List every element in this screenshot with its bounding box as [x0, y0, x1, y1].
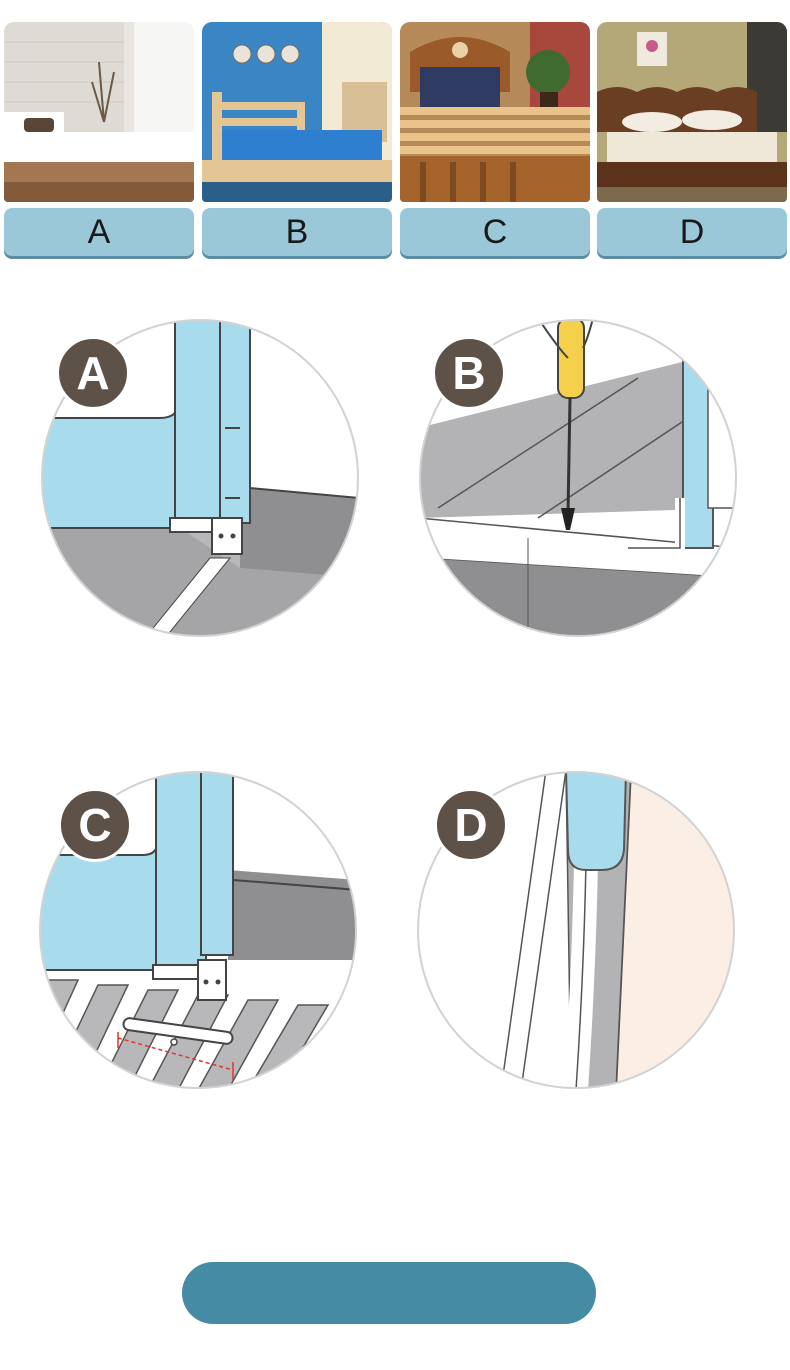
- step-badge-b: B: [432, 336, 506, 410]
- step-badge-a: A: [56, 336, 130, 410]
- wooden-slat-bed-photo: [202, 22, 392, 202]
- bed-option-b[interactable]: B: [202, 22, 392, 256]
- bottom-action-button[interactable]: [182, 1262, 596, 1324]
- platform-bed-photo: [4, 22, 194, 202]
- bed-option-label: C: [400, 208, 590, 256]
- bed-option-a[interactable]: A: [4, 22, 194, 256]
- bed-option-label: D: [597, 208, 787, 256]
- screwdriver-fixing-rail: [419, 319, 737, 637]
- install-step-d: D: [416, 770, 736, 1090]
- bed-option-label: B: [202, 208, 392, 256]
- install-step-b: B: [418, 318, 738, 638]
- install-step-a: A: [40, 318, 360, 638]
- install-step-c: C: [38, 770, 358, 1090]
- bed-option-label: A: [4, 208, 194, 256]
- rail-bracket-on-bed-frame: [41, 319, 359, 637]
- bed-option-d[interactable]: D: [597, 22, 787, 256]
- bed-option-c[interactable]: C: [400, 22, 590, 256]
- step-badge-c: C: [58, 788, 132, 862]
- step-badge-d: D: [434, 788, 508, 862]
- carved-wood-bed-photo: [400, 22, 590, 202]
- leather-bed-photo: [597, 22, 787, 202]
